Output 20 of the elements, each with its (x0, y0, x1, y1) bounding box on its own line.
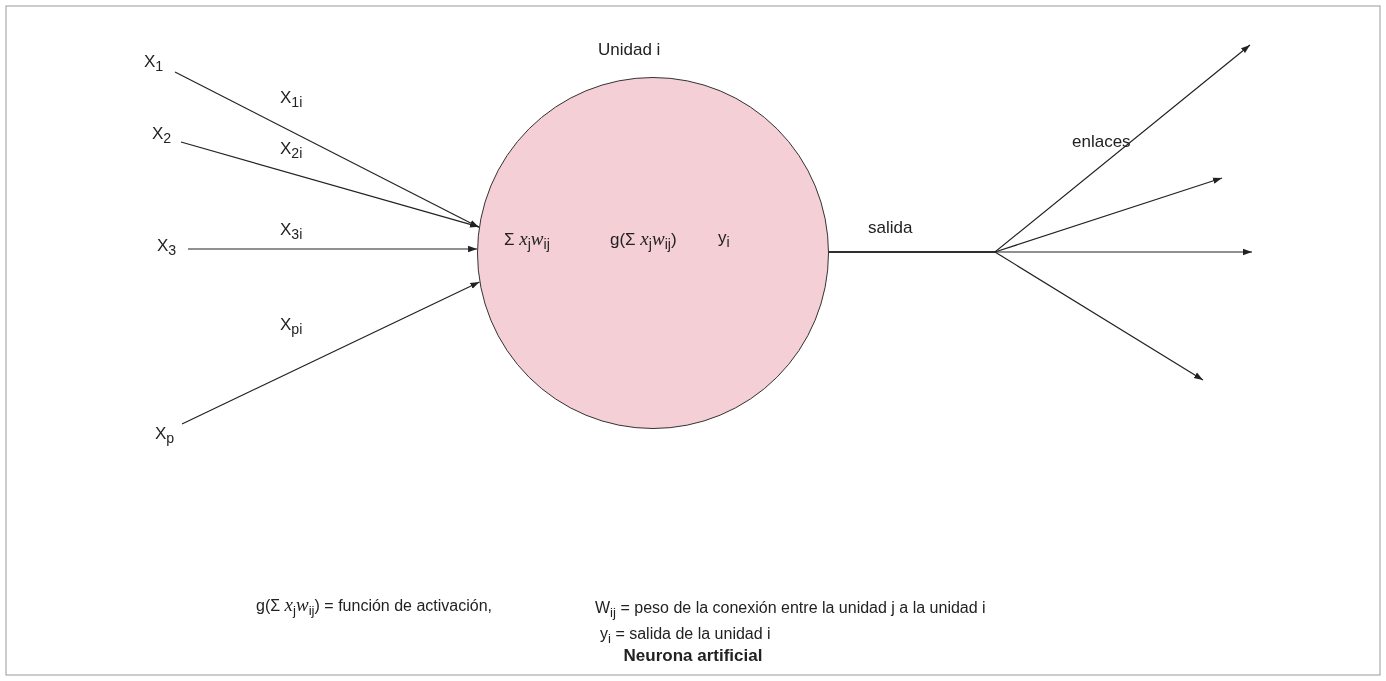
unit-heading: Unidad i (598, 40, 661, 61)
arrow (187, 245, 478, 253)
input-label: X$_{1}$ (144, 52, 164, 76)
legend-text: W$_{ij}$ = peso de la conexión entre la unidad j a la unidad i (595, 598, 986, 622)
links-label: enlaces (1072, 132, 1131, 153)
formula-text: g(Σ x$_{j}$w$_{ij}$) (610, 228, 677, 254)
caption: Neurona artificial (622, 646, 764, 667)
arrow (181, 281, 480, 425)
arrow (828, 251, 1204, 381)
input-label: X$_{2}$ (152, 124, 172, 148)
input-label: X$_{p}$ (155, 424, 175, 448)
arrow (174, 71, 480, 228)
arrow (180, 141, 480, 228)
legend-text: g(Σ x$_{j}$w$_{ij}$) = función de activación, (256, 594, 493, 620)
legend-text: y$_{i}$ = salida de la unidad i (600, 624, 771, 648)
output-label: salida (868, 218, 913, 239)
formula-text: Σ x$_{j}$w$_{ij}$ (504, 228, 550, 254)
formula-text: y$_{i}$ (718, 228, 730, 252)
edge-label: X$_{pi}$ (278, 315, 305, 339)
input-label: X$_{3}$ (157, 236, 177, 260)
